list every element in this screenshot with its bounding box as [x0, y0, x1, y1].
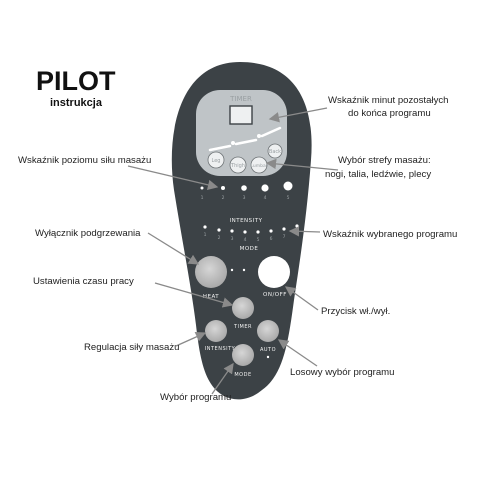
timer-button-label: TIMER: [233, 324, 252, 330]
svg-text:3: 3: [231, 236, 234, 242]
annotation-random: Losowy wybór programu: [290, 367, 395, 378]
svg-text:2: 2: [218, 235, 221, 241]
zone-leg[interactable]: [207, 151, 225, 169]
annotation-minutes-line2: do końca programu: [348, 108, 431, 119]
zone-dot: [231, 141, 235, 145]
annotation-zones-line1: Wybór strefy masażu:: [338, 155, 431, 166]
page-subtitle: instrukcja: [50, 97, 103, 109]
annotation-arrows: [127, 107, 339, 395]
zone-dot: [257, 134, 261, 138]
timer-digit-display: [229, 105, 253, 125]
svg-text:2: 2: [222, 195, 225, 201]
auto-indicator-dot: [266, 355, 270, 359]
annotation-force: Regulacja siły masażu: [84, 342, 179, 353]
svg-text:1: 1: [204, 232, 207, 238]
mode-indicator-label: MODE: [240, 246, 259, 252]
onoff-button-label: ON/OFF: [263, 292, 287, 298]
annotation-minutes-line1: Wskaźnik minut pozostałych: [328, 95, 449, 106]
intensity-button[interactable]: [205, 320, 227, 342]
timer-label: TIMER: [229, 95, 252, 103]
zone-lumbar-label: Lumbar: [250, 163, 267, 169]
zone-thigh-label: Thigh: [230, 163, 245, 169]
svg-text:1: 1: [201, 195, 204, 201]
intensity-button-label: INTENSITY: [205, 346, 236, 352]
zone-back-label: Back: [269, 149, 281, 155]
annotation-heat-switch: Wyłącznik podgrzewania: [35, 228, 141, 239]
heat-button[interactable]: [195, 256, 227, 288]
annotation-work-time: Ustawienia czasu pracy: [33, 276, 134, 287]
intensity-level-indicator: [200, 181, 293, 192]
svg-text:4: 4: [264, 195, 267, 201]
zone-leg-label: Leg: [212, 158, 221, 164]
annotation-intensity-level: Wskaźnik poziomu siłu masażu: [18, 155, 151, 166]
svg-text:6: 6: [270, 236, 273, 242]
zone-thigh[interactable]: [229, 156, 247, 174]
heat-indicator-dot: [242, 268, 246, 272]
intensity-label: INTENSITY: [229, 218, 262, 224]
annotation-program-select: Wybór programu: [160, 392, 231, 403]
mode-button-label: MODE: [234, 372, 251, 378]
annotation-program-indicator: Wskaźnik wybranego programu: [323, 229, 457, 240]
svg-text:5: 5: [287, 195, 290, 201]
mode-button[interactable]: [232, 344, 254, 366]
svg-text:3: 3: [243, 195, 246, 201]
zone-indicator-bars: [208, 126, 282, 152]
annotation-zones-line2: nogi, talia, ledźwie, plecy: [325, 169, 431, 180]
page-title: PILOT: [36, 66, 116, 96]
annotation-power: Przycisk wł./wył.: [321, 306, 390, 317]
onoff-button[interactable]: [258, 256, 290, 288]
auto-button-label: AUTO: [260, 347, 276, 353]
heat-button-label: HEAT: [203, 294, 219, 300]
svg-text:4: 4: [244, 237, 247, 243]
svg-text:7: 7: [283, 234, 286, 240]
auto-button[interactable]: [257, 320, 279, 342]
timer-button[interactable]: [232, 297, 254, 319]
svg-text:5: 5: [257, 237, 260, 243]
heat-indicator-dot: [230, 268, 234, 272]
intensity-numbers: 1 2 3 4 5: [201, 195, 290, 201]
zone-back[interactable]: [267, 143, 283, 159]
